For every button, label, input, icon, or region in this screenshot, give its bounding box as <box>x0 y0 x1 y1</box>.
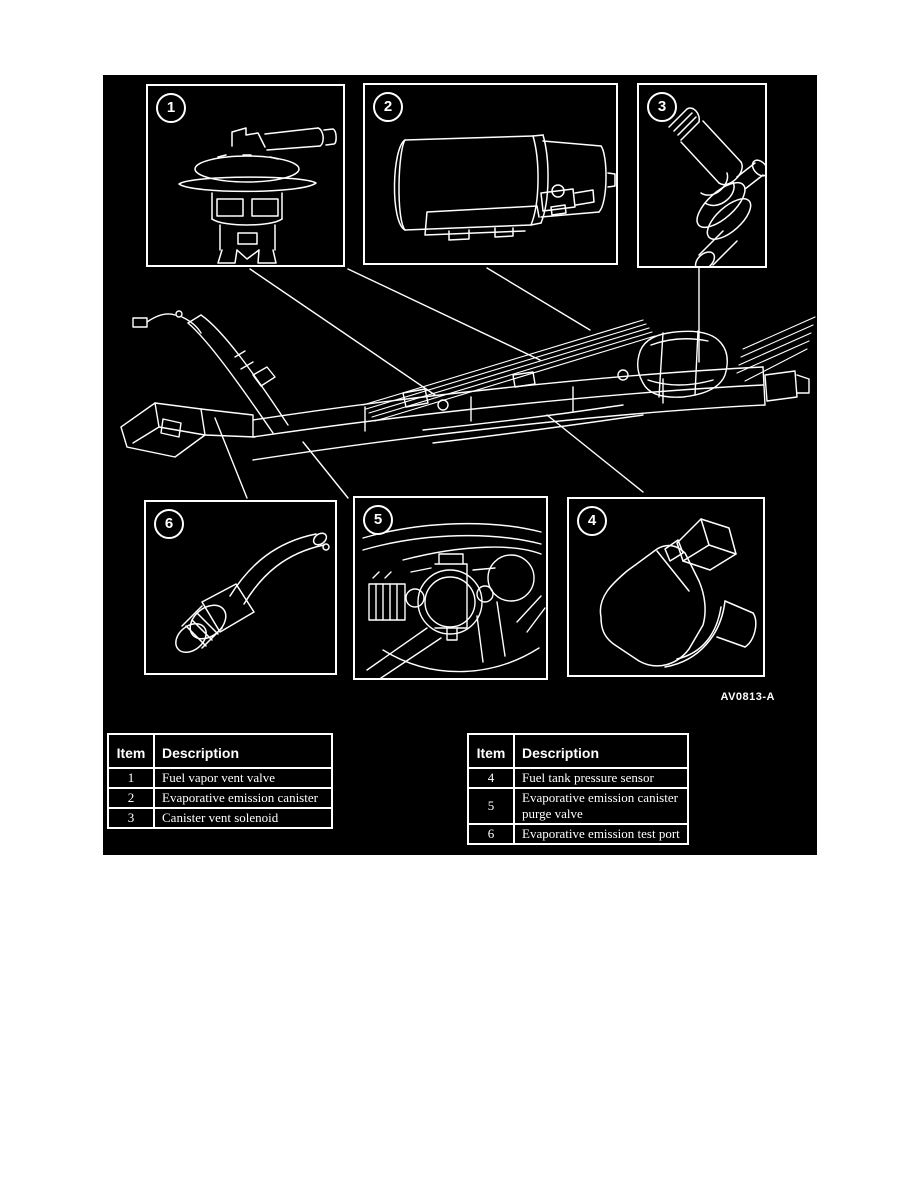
parts-table-left: Item Description 1 Fuel vapor vent valve… <box>107 733 333 829</box>
chassis-rails <box>253 367 809 460</box>
item-column-header: Item <box>467 733 515 769</box>
fuel-vapor-vent-valve-drawing <box>148 86 343 265</box>
item-number: 3 <box>107 807 155 829</box>
inset-box-6: 6 <box>144 500 337 675</box>
description-column-header: Description <box>513 733 689 769</box>
item-number: 2 <box>107 787 155 809</box>
table-row: 4 Fuel tank pressure sensor <box>467 767 689 789</box>
inset-box-2: 2 <box>363 83 618 265</box>
item-description: Canister vent solenoid <box>153 807 333 829</box>
inset-box-1: 1 <box>146 84 345 267</box>
callout-4: 4 <box>577 506 607 536</box>
fuel-tank <box>638 331 728 397</box>
item-description: Fuel vapor vent valve <box>153 767 333 789</box>
item-description: Evaporative emission canister <box>153 787 333 809</box>
parts-table-right: Item Description 4 Fuel tank pressure se… <box>467 733 689 845</box>
item-description: Fuel tank pressure sensor <box>513 767 689 789</box>
item-column-header: Item <box>107 733 155 769</box>
callout-1: 1 <box>156 93 186 123</box>
evaporative-emission-canister-drawing <box>365 85 616 263</box>
canister-vent-solenoid-drawing <box>639 85 765 266</box>
callout-2: 2 <box>373 92 403 122</box>
evaporative-emission-test-port-drawing <box>146 502 335 673</box>
description-column-header: Description <box>153 733 333 769</box>
leader-lines <box>215 268 699 498</box>
table-row: 5 Evaporative emission canister purge va… <box>467 787 689 825</box>
inset-box-3: 3 <box>637 83 767 268</box>
callout-5: 5 <box>363 505 393 535</box>
evaporative-emission-canister-purge-valve-drawing <box>355 498 546 678</box>
item-number: 1 <box>107 767 155 789</box>
item-number: 6 <box>467 823 515 845</box>
inset-box-5: 5 <box>353 496 548 680</box>
vehicle-underbody-drawing <box>103 75 817 855</box>
table-header-row: Item Description <box>107 733 333 769</box>
fuel-tank-pressure-sensor-drawing <box>569 499 763 675</box>
inset-box-4: 4 <box>567 497 765 677</box>
item-description: Evaporative emission test port <box>513 823 689 845</box>
table-row: 2 Evaporative emission canister <box>107 787 333 809</box>
callout-6: 6 <box>154 509 184 539</box>
figure-code-label: AV0813-A <box>720 691 775 703</box>
rear-springs <box>737 317 815 381</box>
figure-panel: 1 2 <box>103 75 817 855</box>
chassis-front <box>121 311 288 457</box>
table-row: 1 Fuel vapor vent valve <box>107 767 333 789</box>
table-header-row: Item Description <box>467 733 689 769</box>
fuel-lines <box>363 320 655 421</box>
table-row: 6 Evaporative emission test port <box>467 823 689 845</box>
item-number: 4 <box>467 767 515 789</box>
callout-3: 3 <box>647 92 677 122</box>
item-description: Evaporative emission canister purge valv… <box>513 787 689 825</box>
table-row: 3 Canister vent solenoid <box>107 807 333 829</box>
item-number: 5 <box>467 787 515 825</box>
